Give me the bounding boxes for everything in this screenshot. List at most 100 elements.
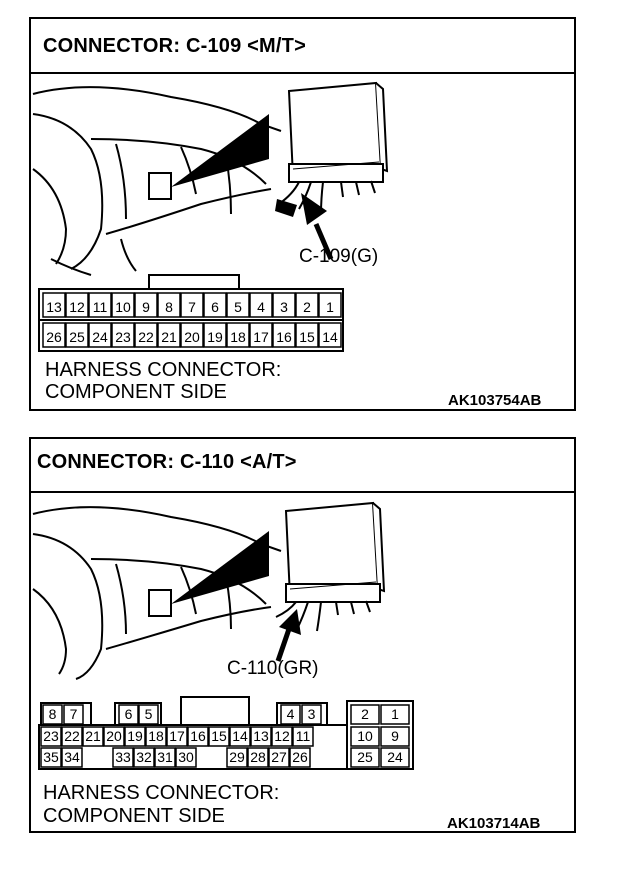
- pin-number: 24: [92, 329, 108, 345]
- pin-cell: [134, 292, 158, 318]
- pin-cell: [280, 704, 301, 725]
- pin-cell: [350, 726, 380, 747]
- pin-cell: [318, 322, 342, 348]
- pin-number: 23: [115, 329, 131, 345]
- pin-number: 5: [145, 706, 153, 722]
- pin-cell: [138, 704, 159, 725]
- connector-callout-label: C-109(G): [299, 246, 379, 267]
- pin-number: 3: [308, 706, 316, 722]
- pin-number: 4: [257, 299, 265, 315]
- pin-cell: [289, 747, 311, 768]
- pin-number: 26: [46, 329, 62, 345]
- pin-number: 21: [161, 329, 177, 345]
- pin-number: 9: [142, 299, 150, 315]
- pin-cell: [166, 726, 188, 747]
- pin-number: 7: [188, 299, 196, 315]
- pin-number: 22: [64, 728, 80, 744]
- pin-number: 20: [106, 728, 122, 744]
- harness-caption-line1: HARNESS CONNECTOR:: [43, 782, 280, 804]
- connector-callout-label: C-110(GR): [227, 658, 319, 679]
- pin-cell: [154, 747, 176, 768]
- pin-cell: [157, 292, 181, 318]
- pin-cell: [61, 726, 83, 747]
- pin-cell: [250, 726, 272, 747]
- pin-cell: [103, 726, 125, 747]
- pin-cell: [42, 292, 66, 318]
- pin-number: 21: [85, 728, 101, 744]
- pin-number: 28: [250, 749, 266, 765]
- pin-cell: [112, 747, 134, 768]
- pin-number: 26: [292, 749, 308, 765]
- pin-cell: [65, 322, 89, 348]
- pin-cell: [350, 704, 380, 725]
- pin-cell: [187, 726, 209, 747]
- pin-number: 9: [391, 728, 399, 744]
- pin-cell: [226, 322, 250, 348]
- pin-number: 23: [43, 728, 59, 744]
- pin-cell: [301, 704, 322, 725]
- pin-number: 25: [357, 749, 373, 765]
- pin-number: 7: [70, 706, 78, 722]
- pin-cell: [111, 322, 135, 348]
- pin-number: 19: [207, 329, 223, 345]
- pin-number: 6: [211, 299, 219, 315]
- pin-cell: [42, 704, 63, 725]
- pin-number: 15: [211, 728, 227, 744]
- pin-number: 5: [234, 299, 242, 315]
- pin-number: 1: [391, 706, 399, 722]
- pin-cell: [208, 726, 230, 747]
- pin-cell: [40, 747, 62, 768]
- harness-caption-line1: HARNESS CONNECTOR:: [45, 359, 282, 381]
- connector-panel-c109: CONNECTOR: C-109 <M/T>: [29, 17, 576, 411]
- pin-cell: [272, 292, 296, 318]
- pin-number: 16: [190, 728, 206, 744]
- pin-cell: [295, 322, 319, 348]
- pin-cell: [203, 322, 227, 348]
- pin-number: 25: [69, 329, 85, 345]
- pin-number: 30: [178, 749, 194, 765]
- pin-number: 1: [326, 299, 334, 315]
- pin-cell: [295, 292, 319, 318]
- pin-cell: [380, 747, 410, 768]
- pin-cell: [292, 726, 314, 747]
- pin-cell: [82, 726, 104, 747]
- pin-number: 24: [387, 749, 403, 765]
- pin-number: 18: [230, 329, 246, 345]
- figure-code: AK103714AB: [447, 815, 541, 832]
- pin-number: 11: [296, 728, 311, 744]
- pin-cell: [180, 292, 204, 318]
- pin-cell: [247, 747, 269, 768]
- pin-cell: [226, 292, 250, 318]
- pin-number: 22: [138, 329, 154, 345]
- pin-number: 19: [127, 728, 143, 744]
- pin-number: 3: [280, 299, 288, 315]
- pin-cell: [249, 292, 273, 318]
- figure-code: AK103754AB: [448, 392, 542, 409]
- pin-number: 29: [229, 749, 245, 765]
- title-divider: [31, 72, 574, 74]
- pin-number: 2: [361, 706, 369, 722]
- pin-cell: [229, 726, 251, 747]
- pin-cell: [88, 322, 112, 348]
- pin-number: 35: [43, 749, 59, 765]
- pin-cell: [133, 747, 155, 768]
- pin-cell: [124, 726, 146, 747]
- pin-cell: [145, 726, 167, 747]
- harness-caption-line2: COMPONENT SIDE: [43, 805, 225, 827]
- pin-cell: [65, 292, 89, 318]
- pin-number: 34: [64, 749, 80, 765]
- pin-number: 4: [287, 706, 295, 722]
- panel-title: CONNECTOR: C-109 <M/T>: [43, 35, 306, 57]
- pin-number: 17: [253, 329, 269, 345]
- pin-number: 33: [115, 749, 131, 765]
- pin-number: 12: [274, 728, 290, 744]
- pin-number: 11: [93, 299, 108, 315]
- pin-number: 10: [357, 728, 373, 744]
- pin-cell: [175, 747, 197, 768]
- pin-number: 8: [49, 706, 57, 722]
- pin-number: 15: [299, 329, 315, 345]
- pin-cell: [40, 726, 62, 747]
- pin-cell: [318, 292, 342, 318]
- panel-title: CONNECTOR: C-110 <A/T>: [37, 451, 297, 473]
